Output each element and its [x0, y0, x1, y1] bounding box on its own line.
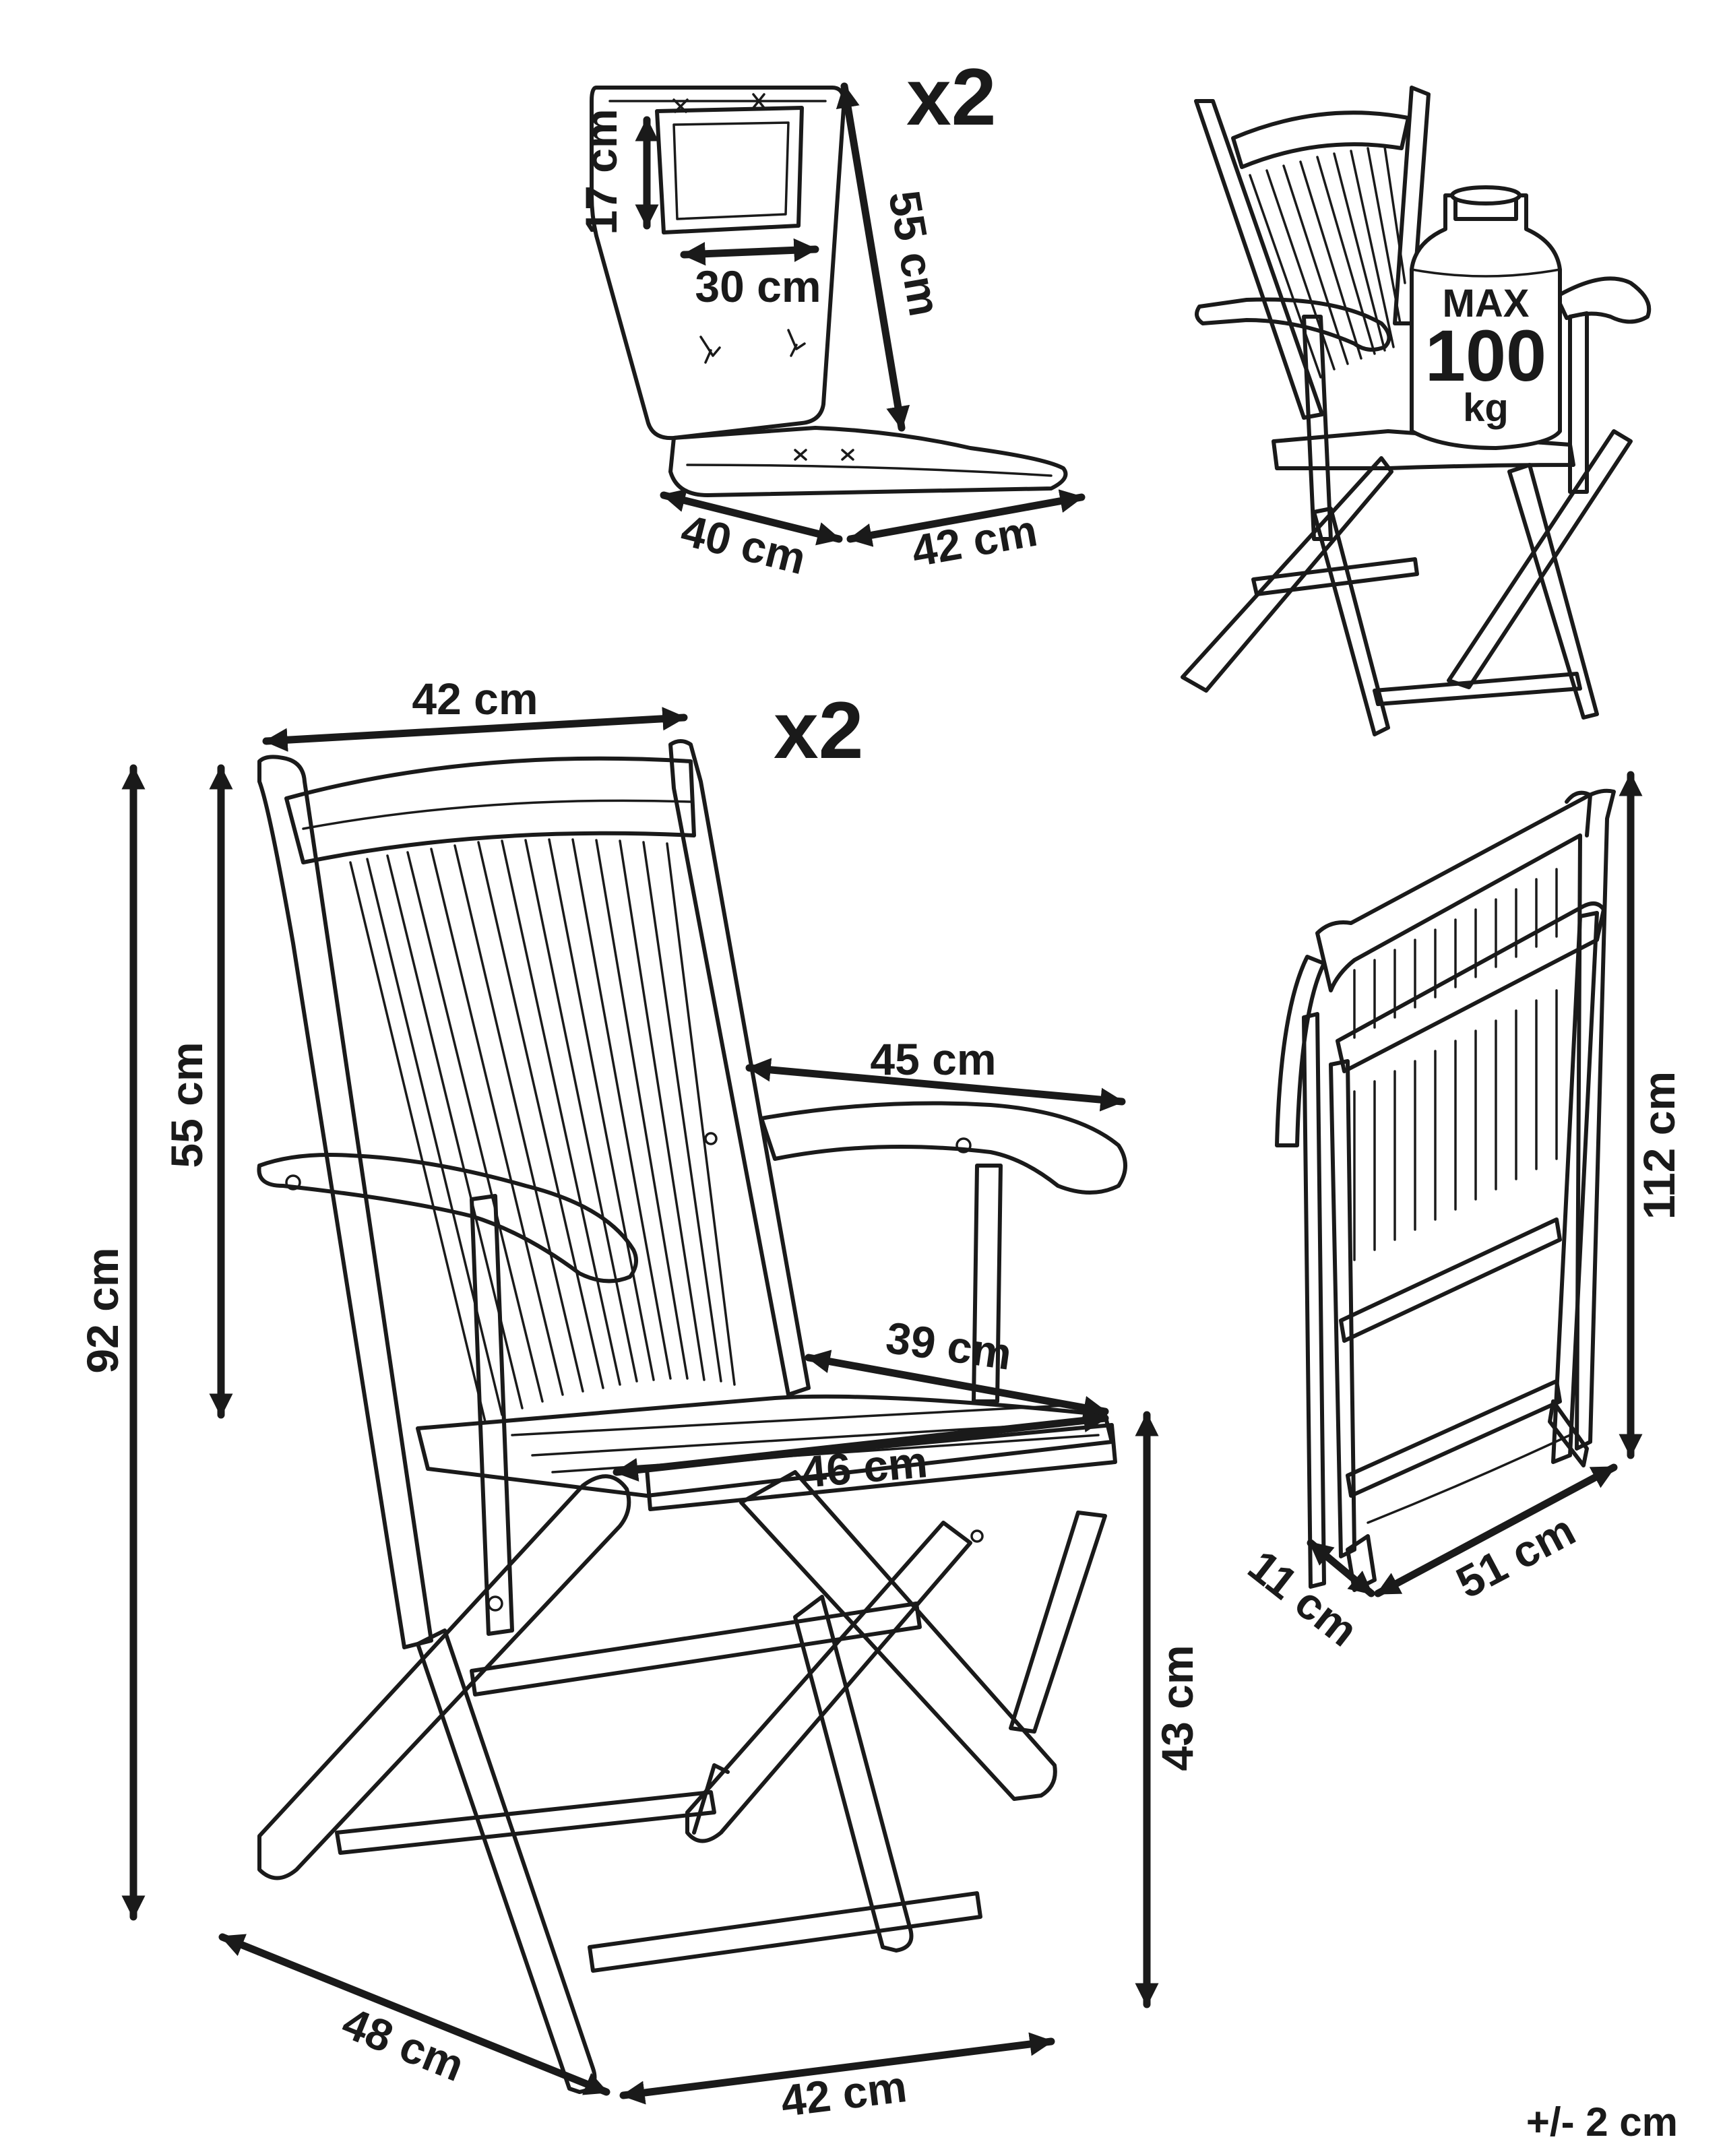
chair-seat-depth-arrow: [805, 1350, 1109, 1420]
folded-depth-arrow: [1307, 1539, 1375, 1597]
chair-base-depth-arrow: [218, 1933, 610, 2096]
cushion-back-height-label: 55 cm: [879, 187, 950, 319]
folded-width-arrow: [1374, 1463, 1618, 1597]
chair-base-width-arrow: [619, 2032, 1055, 2105]
chair-quantity-label: x2: [774, 685, 863, 775]
load-badge-unit: kg: [1463, 386, 1509, 430]
cushion-back-height-arrow: [836, 82, 910, 432]
chair-main-illustration: [257, 739, 1127, 2094]
chair-seat-depth-label: 39 cm: [883, 1312, 1015, 1379]
cushion-pillow-width-arrow: [680, 238, 819, 266]
chair-with-weight-illustration: [1181, 86, 1652, 736]
load-badge-value: 100: [1425, 315, 1546, 396]
chair-back-height-label: 55 cm: [162, 1042, 212, 1168]
cushion-quantity-label: x2: [906, 52, 996, 142]
folded-height-label: 112 cm: [1634, 1071, 1684, 1219]
chair-armrest-length-arrow: [745, 1058, 1126, 1112]
chair-total-height-label: 92 cm: [77, 1247, 127, 1373]
cushion-seat-width-arrow: [846, 489, 1086, 547]
load-badge-max: MAX: [1443, 282, 1530, 325]
chair-seat-width-label: 46 cm: [800, 1436, 930, 1497]
cushion-seat-depth-arrow: [660, 488, 843, 546]
tolerance-note: +/- 2 cm: [1526, 2099, 1678, 2145]
chair-armrest-length-label: 45 cm: [870, 1034, 996, 1084]
cushion-pillow-height-label: 17 cm: [576, 108, 626, 234]
chair-top-width-label: 42 cm: [412, 674, 538, 724]
cushion-pillow-width-label: 30 cm: [695, 261, 821, 311]
cushion-seat-width-label: 42 cm: [908, 505, 1040, 576]
cushion-illustration: [590, 86, 1068, 497]
chair-top-width-arrow: [262, 707, 688, 752]
chair-seat-height-label: 43 cm: [1152, 1645, 1202, 1771]
chair-seat-width-arrow: [613, 1408, 1109, 1482]
folded-chair-illustration: [1275, 788, 1616, 1592]
